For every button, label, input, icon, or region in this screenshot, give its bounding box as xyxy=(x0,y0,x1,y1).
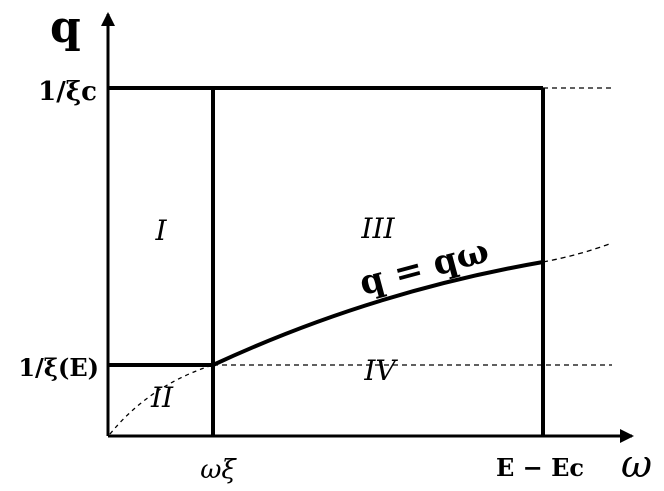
y-axis-label: q xyxy=(50,2,81,53)
y-tick-top-label: 1/ξc xyxy=(38,77,97,107)
region-label-1: I xyxy=(154,214,167,247)
region-label-4: IV xyxy=(363,354,398,387)
y-tick-bottom-label: 1/ξ(E) xyxy=(18,353,99,382)
x-axis-label: ω xyxy=(621,442,652,486)
region-label-2: II xyxy=(150,381,174,414)
x-tick-right-label: E − Ec xyxy=(496,453,584,482)
q-omega-dashed-extension xyxy=(542,242,613,263)
q-omega-curve xyxy=(212,260,544,367)
x-tick-left-label: ωξ xyxy=(200,455,237,485)
region-label-3: III xyxy=(360,212,395,245)
